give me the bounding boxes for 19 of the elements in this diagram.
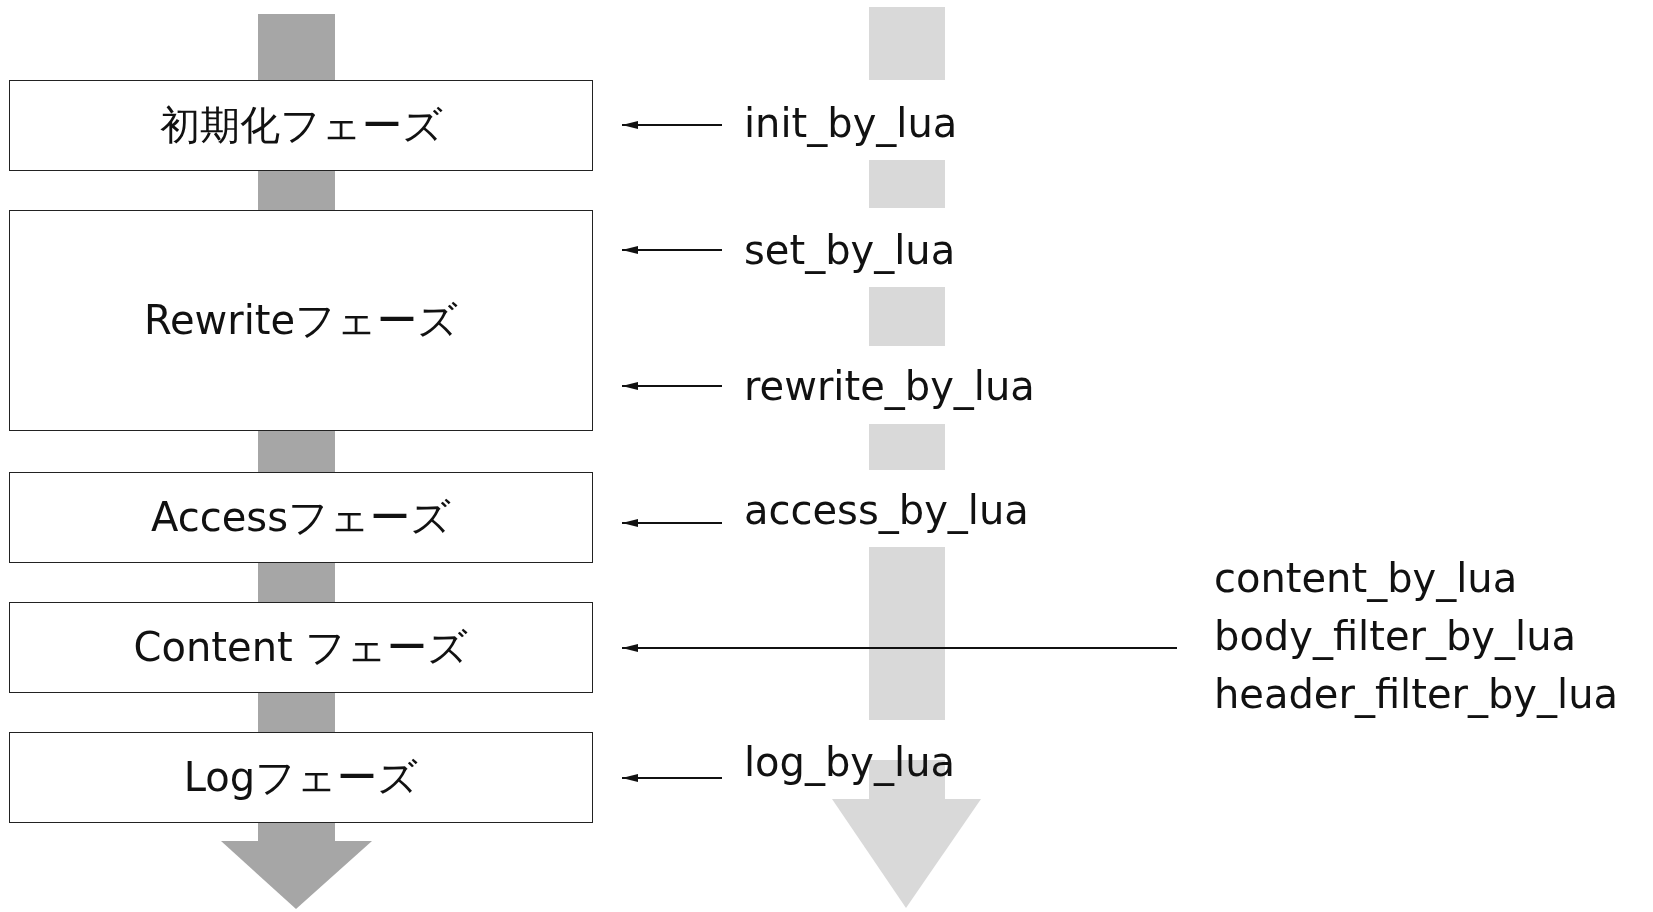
hook-label: content_by_lua bbox=[1214, 554, 1519, 604]
hook-label: access_by_lua bbox=[722, 486, 1029, 534]
hook-label: set_by_lua bbox=[722, 226, 956, 274]
phase-box: Accessフェーズ bbox=[9, 472, 593, 563]
phase-box: Content フェーズ bbox=[9, 602, 593, 693]
hook-label: body_filter_by_lua bbox=[1214, 612, 1577, 662]
hook-label: log_by_lua bbox=[722, 738, 955, 786]
arrow bbox=[621, 644, 1178, 652]
hook-label: header_filter_by_lua bbox=[1214, 670, 1618, 720]
arrow bbox=[621, 519, 723, 527]
phase-box: Logフェーズ bbox=[9, 732, 593, 823]
arrow bbox=[621, 382, 723, 390]
arrow bbox=[621, 246, 723, 254]
arrow bbox=[621, 121, 723, 129]
arrow bbox=[621, 774, 723, 782]
hook-label: init_by_lua bbox=[722, 99, 958, 147]
phase-box: Rewriteフェーズ bbox=[9, 210, 593, 431]
hook-label: rewrite_by_lua bbox=[722, 362, 1035, 410]
phase-box: 初期化フェーズ bbox=[9, 80, 593, 171]
